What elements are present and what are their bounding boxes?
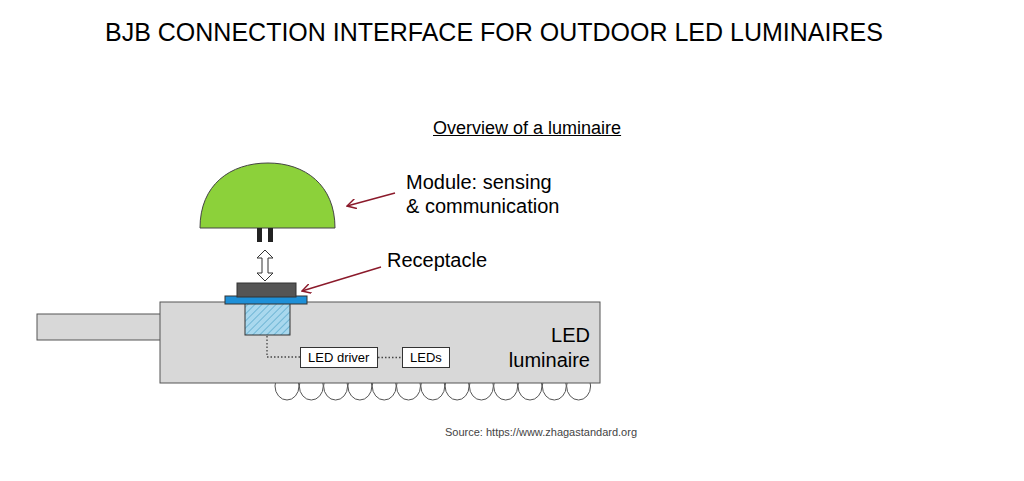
receptacle-base — [245, 303, 290, 335]
caption: Source: https://www.zhagastandard.org — [445, 426, 637, 438]
wire — [267, 336, 300, 357]
box-label: LEDs — [410, 350, 442, 365]
module-dome — [200, 163, 335, 228]
leds-box: LEDs — [402, 347, 450, 368]
callout-arrow — [347, 193, 395, 206]
luminaire-box: LED luminaireLED driver LEDs — [160, 302, 600, 383]
luminaire-label: LED luminaire — [490, 323, 590, 373]
module-pin — [257, 228, 262, 242]
dotted-connector — [378, 357, 402, 358]
callout-arrow — [302, 267, 381, 291]
receptacle-top — [237, 283, 296, 297]
luminaire-body — [160, 302, 600, 383]
box-label: LED driver — [308, 350, 370, 365]
double-arrow — [257, 250, 273, 281]
subtitle: Overview of a luminaire — [433, 118, 621, 139]
driver-box: LED driver — [300, 347, 378, 368]
pole — [37, 314, 161, 340]
title: BJB CONNECTION INTERFACE FOR OUTDOOR LED… — [105, 18, 883, 47]
module-pin — [268, 228, 273, 242]
callout-label: Receptacle — [387, 249, 487, 272]
callout-label: Module: sensing & communication — [406, 170, 566, 218]
